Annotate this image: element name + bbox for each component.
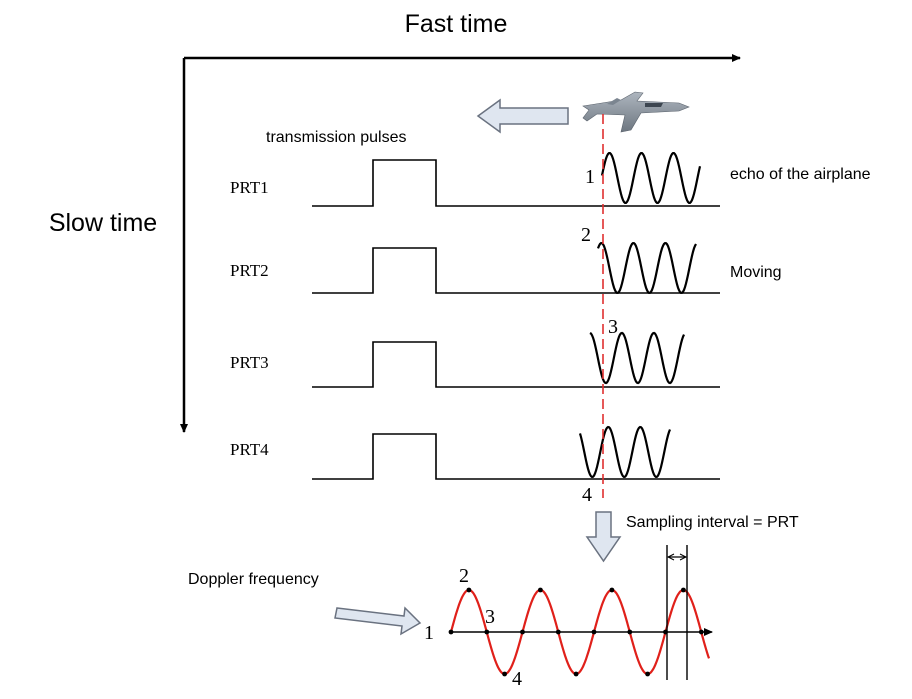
prt3-baseline [312, 341, 720, 388]
echo-marker-2: 2 [581, 224, 591, 246]
transmission-pulses-label: transmission pulses [266, 129, 407, 146]
echo-label: echo of the airplane [730, 166, 871, 183]
doppler-sample-dot [538, 587, 543, 593]
doppler-sample-dot [627, 629, 633, 635]
prt1-baseline [312, 159, 720, 207]
doppler-sample-dot [555, 629, 561, 635]
doppler-marker-4: 4 [512, 668, 522, 690]
doppler-marker-1: 1 [424, 622, 434, 644]
doppler-sample-dot [502, 671, 507, 677]
doppler-frequency-label: Doppler frequency [188, 571, 319, 588]
doppler-marker-2: 2 [459, 565, 469, 587]
prt2-echo-wave [596, 241, 697, 295]
doppler-sample-dot [591, 629, 597, 635]
doppler-marker-3: 3 [485, 606, 495, 628]
fast-time-label: Fast time [405, 10, 508, 38]
prt3-echo-wave [589, 331, 686, 385]
doppler-sample-dot [520, 629, 525, 635]
echo-marker-4: 4 [582, 484, 592, 506]
prt4-label: PRT4 [230, 440, 269, 459]
moving-label: Moving [730, 264, 782, 281]
sampling-interval-label: Sampling interval = PRT [626, 514, 799, 531]
doppler-sample-dot [466, 587, 472, 593]
prt2-label: PRT2 [230, 261, 269, 280]
movement-direction-arrow [476, 98, 569, 134]
echo-marker-3: 3 [608, 316, 618, 338]
prt1-label: PRT1 [230, 178, 269, 197]
prt4-baseline [312, 433, 720, 480]
doppler-sample-dot [448, 629, 454, 635]
doppler-pointer-arrow [334, 606, 422, 636]
fighter-jet-icon [582, 91, 690, 133]
doppler-sample-dot [681, 587, 686, 593]
doppler-sample-dot [645, 671, 650, 677]
doppler-sample-dot [573, 671, 579, 677]
sampling-down-arrow [585, 511, 622, 563]
doppler-sample-points [448, 587, 704, 677]
doppler-sample-dot [698, 629, 704, 635]
doppler-sample-dot [609, 587, 615, 593]
echo-marker-1: 1 [585, 166, 595, 188]
prt3-label: PRT3 [230, 353, 269, 372]
doppler-sample-dot [484, 629, 490, 635]
prt2-baseline [312, 247, 720, 294]
prt4-echo-wave [578, 425, 672, 479]
prt1-echo-wave [600, 152, 702, 204]
slow-time-label: Slow time [49, 209, 157, 237]
